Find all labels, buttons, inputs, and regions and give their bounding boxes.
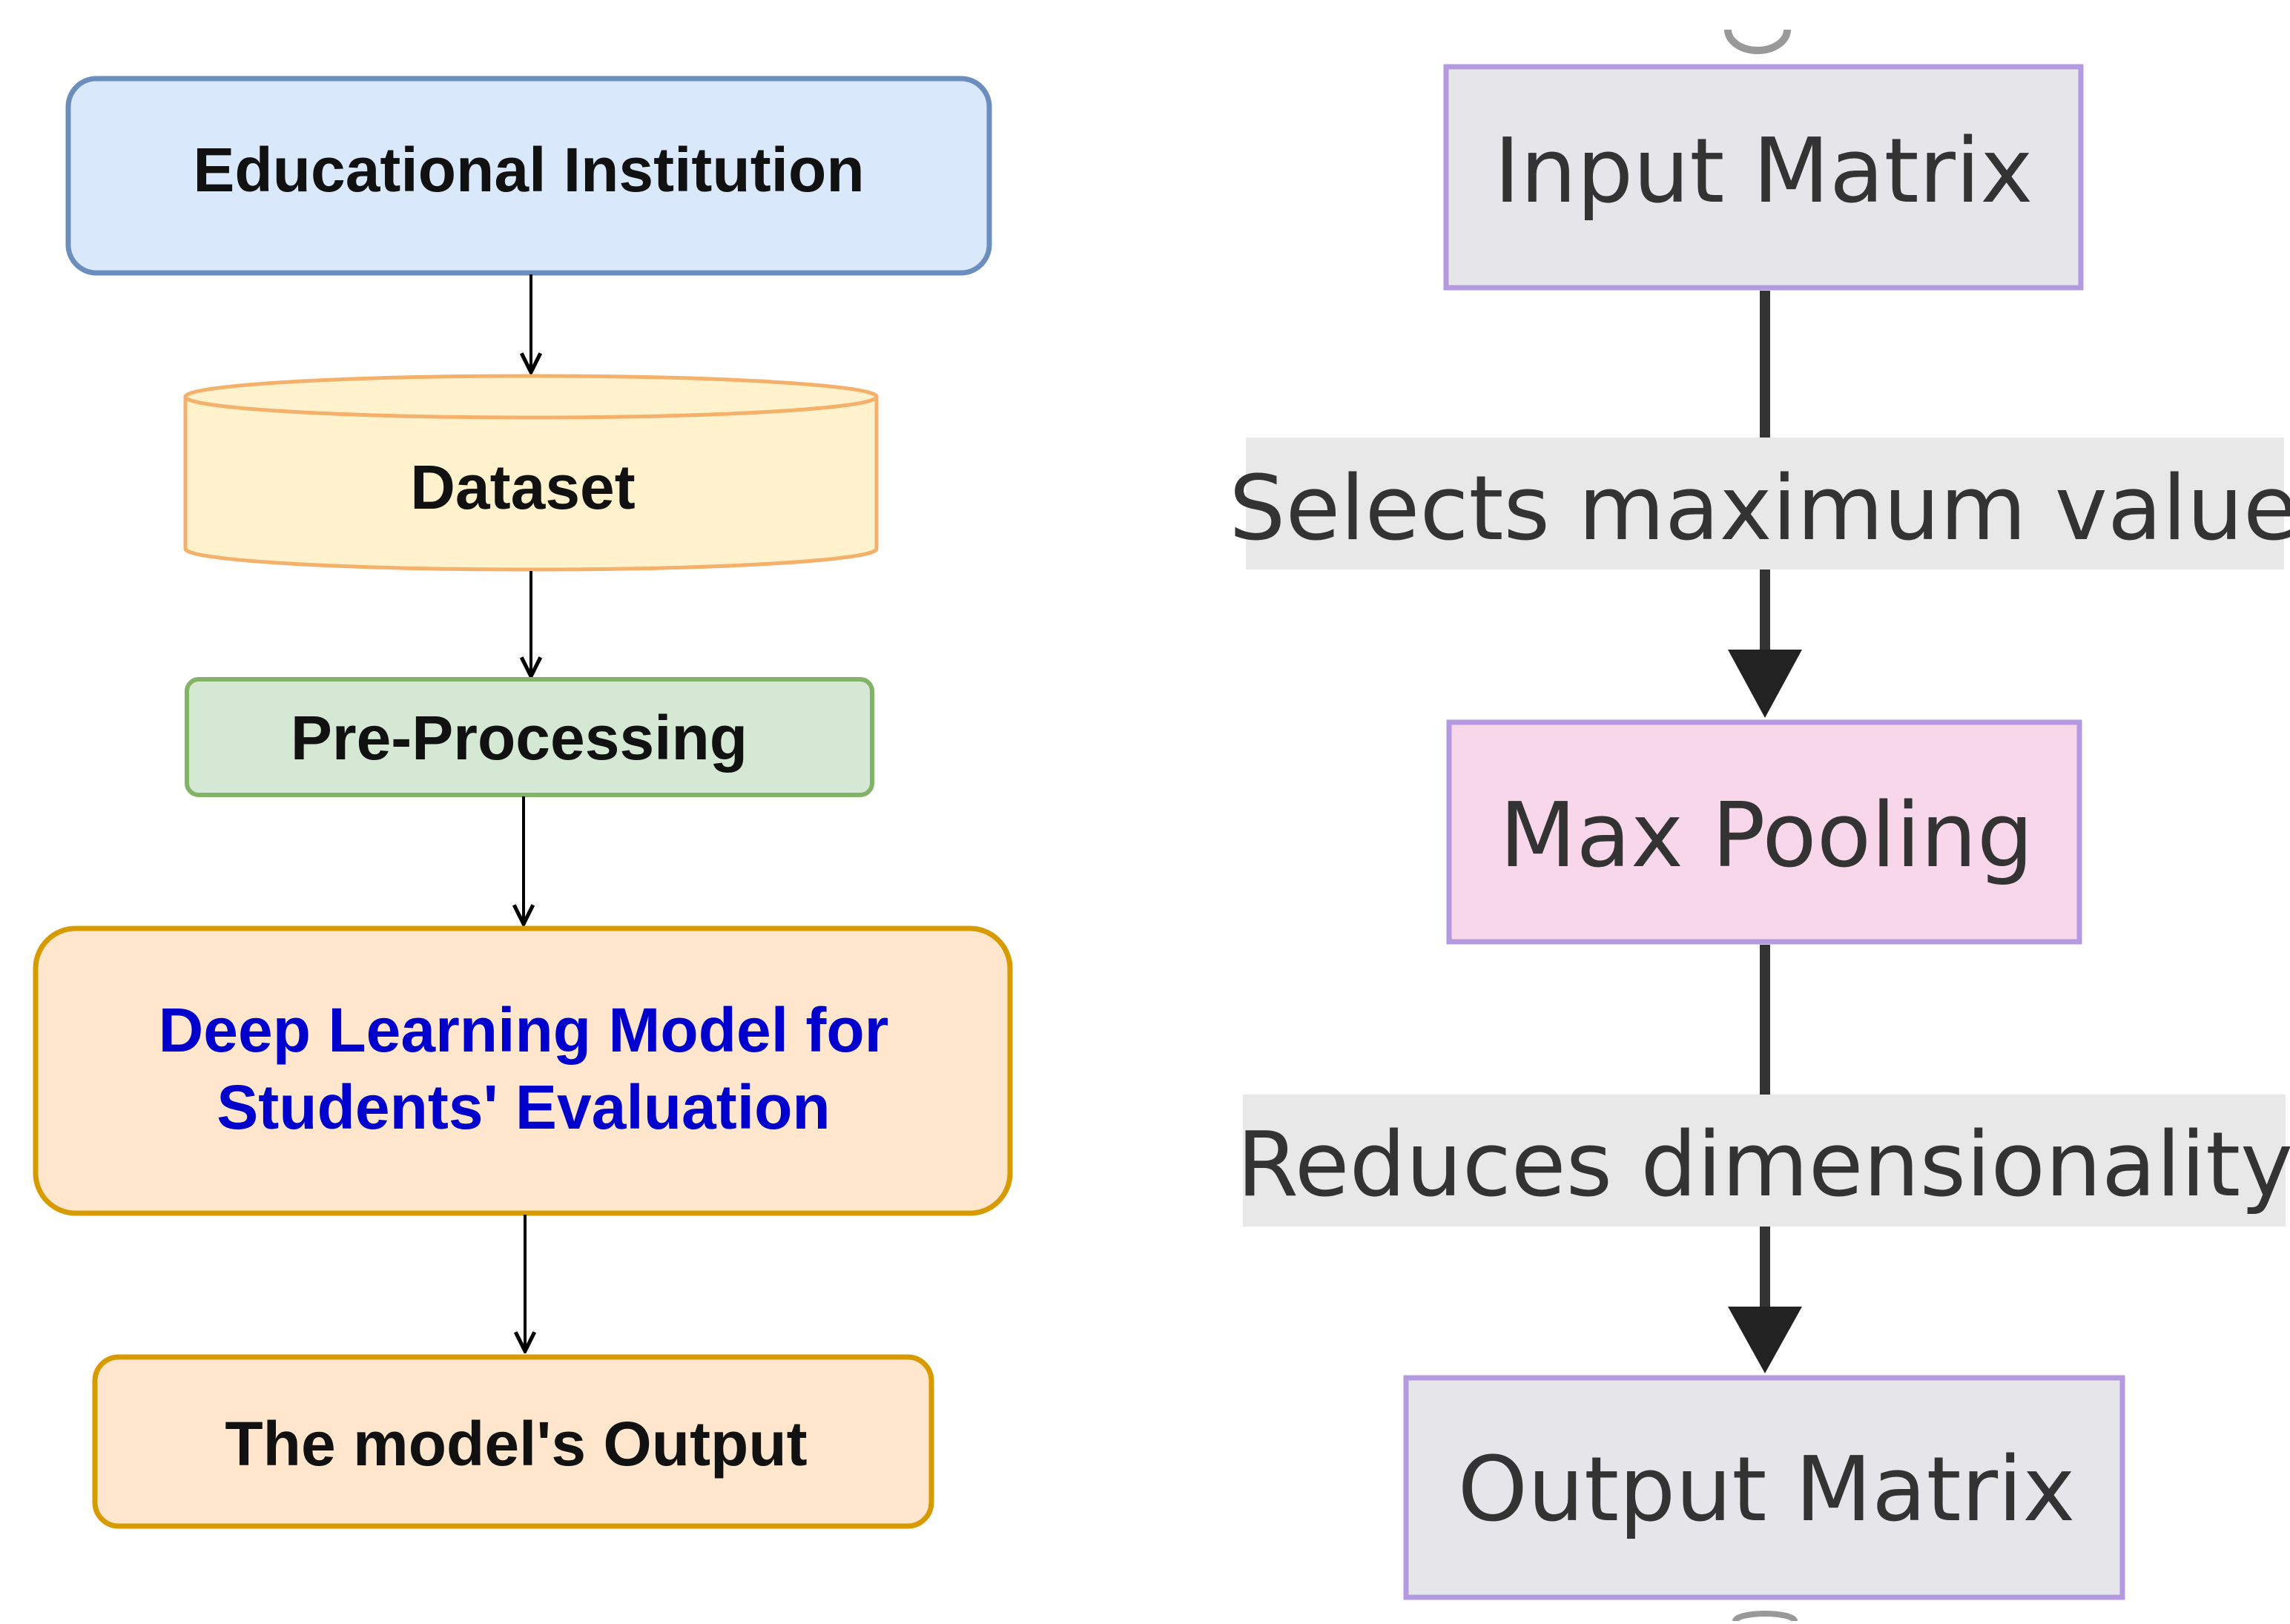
arrowhead-to-pooling [1728, 650, 1802, 718]
model-output-label: The model's Output [225, 1409, 807, 1479]
preprocessing-box [185, 677, 874, 797]
outgoing-connector-stub [1732, 1611, 1798, 1623]
model-label-line2: Students' Evaluation [217, 1072, 830, 1142]
edge-label-reduces-dim-bg [1243, 1095, 2286, 1227]
model-output-node: The model's Output [92, 1354, 934, 1529]
arrowhead-to-output [1728, 1307, 1802, 1373]
input-matrix-label: Input Matrix [1494, 120, 2033, 223]
input-matrix-node: Input Matrix [1443, 64, 2084, 291]
preprocessing-node: Pre-Processing [185, 677, 874, 797]
max-pooling-label: Max Pooling [1499, 785, 2033, 888]
model-box [33, 925, 1013, 1216]
dataset-cylinder-body [183, 397, 879, 572]
model-output-box [92, 1354, 934, 1529]
dataset-label: Dataset [410, 452, 635, 522]
institution-box [65, 76, 992, 276]
edge-label-reduces-dim: Reduces dimensionality [1237, 1114, 2290, 1217]
incoming-connector-stub [1724, 29, 1791, 54]
edge-label-selects-max-bg [1246, 438, 2284, 570]
model-node: Deep Learning Model for Students' Evalua… [33, 925, 1013, 1216]
dataset-node: Dataset [183, 374, 879, 572]
model-label-line1: Deep Learning Model for [159, 995, 889, 1065]
left-flowchart: Educational Institution Dataset Pre-Proc… [33, 76, 1013, 1529]
output-matrix-label: Output Matrix [1458, 1439, 2076, 1542]
input-matrix-box [1443, 64, 2084, 291]
institution-label: Educational Institution [193, 135, 864, 205]
max-pooling-node: Max Pooling [1446, 719, 2082, 945]
institution-node: Educational Institution [65, 76, 992, 276]
max-pooling-box [1446, 719, 2082, 945]
output-matrix-box [1403, 1375, 2125, 1600]
right-flowchart: Input Matrix Selects maximum value Max P… [1229, 29, 2290, 1623]
edge-label-selects-max: Selects maximum value [1229, 458, 2290, 561]
dataset-cylinder-top [183, 374, 879, 420]
output-matrix-node: Output Matrix [1403, 1375, 2125, 1600]
preprocessing-label: Pre-Processing [291, 703, 748, 773]
